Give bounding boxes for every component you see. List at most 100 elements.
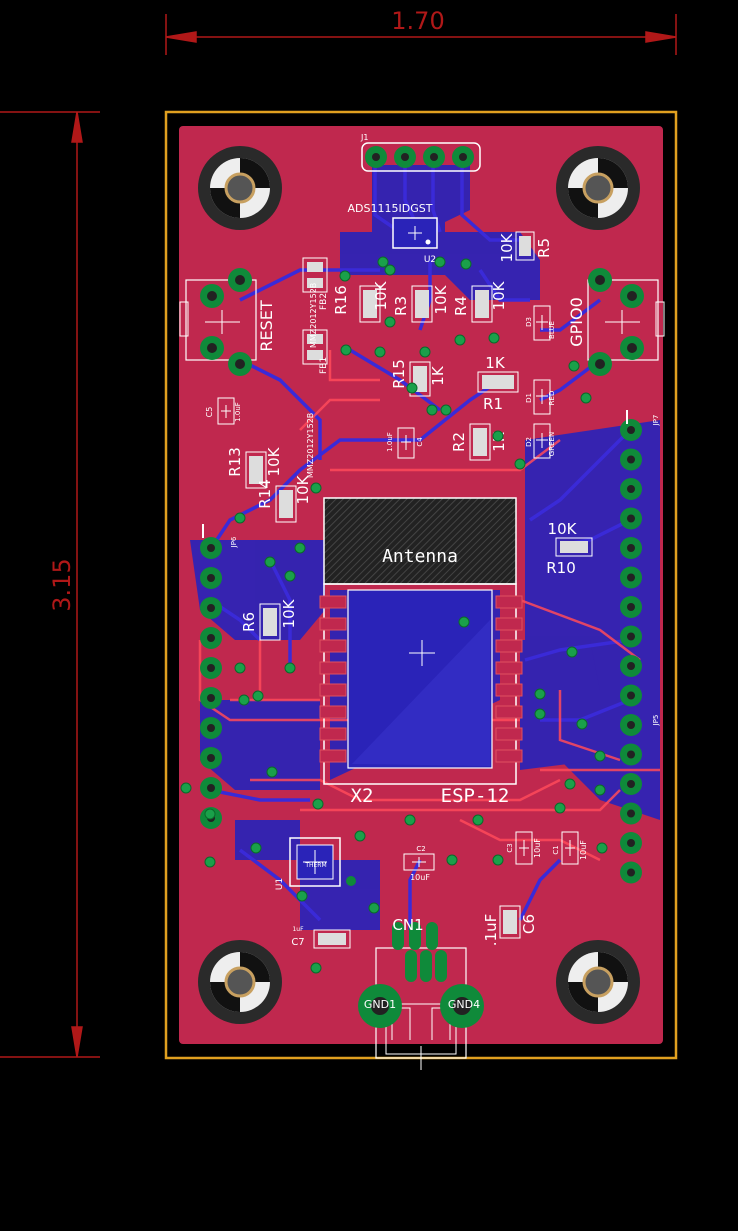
r10-value: 10K	[548, 520, 578, 538]
mounting-hole	[556, 940, 640, 1024]
via	[354, 830, 366, 842]
r10-ref: R10	[546, 559, 576, 577]
jp6-label: JP6	[230, 536, 238, 548]
via	[368, 902, 380, 914]
ferrite-fb2	[302, 257, 328, 293]
u2-ref-label: U2	[424, 255, 436, 265]
c7-value: 1uF	[292, 926, 304, 933]
reset-button-footprint	[179, 268, 257, 376]
esp12-pad	[495, 727, 523, 741]
capacitor-c7	[313, 929, 351, 949]
traces-bottom	[208, 157, 632, 930]
header-pin-hole	[627, 691, 635, 700]
via	[296, 890, 308, 902]
esp12-pad	[495, 639, 523, 653]
header-pin-hole	[627, 573, 635, 582]
r1-ref: R1	[483, 395, 503, 413]
c2-label: C2	[416, 845, 425, 853]
capacitor-c3	[515, 831, 533, 865]
c3-label: C3	[506, 843, 514, 852]
esp12-pad	[495, 749, 523, 763]
d1-label: D1	[525, 393, 533, 403]
via	[594, 784, 606, 796]
via	[488, 332, 500, 344]
via	[339, 270, 351, 282]
esp12-pad	[319, 617, 347, 631]
dimension-width	[165, 14, 677, 55]
via	[374, 346, 386, 358]
r6-ref: R6	[240, 612, 258, 632]
r4-value: 10K	[490, 280, 508, 310]
via	[340, 344, 352, 356]
via	[310, 482, 322, 494]
capacitor-c4	[397, 427, 415, 459]
via	[460, 258, 472, 270]
antenna-label: Antenna	[382, 546, 458, 567]
fb2-label: FB2	[319, 293, 329, 310]
resistor-r13	[245, 451, 267, 489]
via	[204, 856, 216, 868]
c4-value: 1.0uF	[386, 432, 394, 452]
via	[446, 854, 458, 866]
led-d3	[533, 305, 551, 341]
x2-label: X2	[351, 785, 374, 807]
esp12-pad	[495, 617, 523, 631]
esp12-pad	[495, 683, 523, 697]
via	[312, 798, 324, 810]
esp12-pad	[319, 639, 347, 653]
capacitor-c2	[403, 853, 435, 871]
via	[377, 256, 389, 268]
via	[576, 718, 588, 730]
resistor-r5	[515, 231, 535, 261]
via	[294, 542, 306, 554]
esp12-pad	[319, 705, 347, 719]
header-pin-hole	[627, 839, 635, 847]
via	[234, 512, 246, 524]
top-copper-pour	[179, 126, 663, 1044]
reset-label: RESET	[257, 300, 276, 351]
antenna-area	[323, 497, 517, 585]
header-pin-hole	[207, 604, 215, 612]
ferrite-part-label-2: MMZ2012Y152B	[306, 413, 315, 478]
via	[454, 334, 466, 346]
via	[440, 404, 452, 416]
gpio0-label: GPIO0	[567, 297, 586, 347]
resistor-r16	[359, 285, 381, 323]
dimension-height-label: 3.15	[48, 558, 76, 611]
c4-label: C4	[416, 437, 424, 447]
via	[404, 814, 416, 826]
cn1-label: CN1	[392, 916, 423, 934]
header-pin-hole	[627, 514, 635, 523]
resistor-r1	[477, 371, 519, 393]
via	[180, 782, 192, 794]
via	[458, 616, 470, 628]
via	[566, 646, 578, 658]
traces-top	[198, 350, 660, 862]
u1-ref-label: U1	[275, 878, 285, 890]
r5-ref: R5	[535, 238, 553, 258]
esp12-pad	[319, 683, 347, 697]
header-pin-hole	[627, 632, 635, 641]
esp12-pad	[495, 661, 523, 675]
u1-chip	[289, 837, 356, 887]
via	[534, 688, 546, 700]
r14-ref: R14	[256, 479, 274, 509]
esp12-pad	[319, 727, 347, 741]
c5-value: 1.0uF	[234, 402, 242, 422]
jp7-jp5-header	[620, 419, 642, 884]
header-pin-hole	[627, 780, 635, 788]
header-pin-hole	[207, 694, 215, 702]
c7-label: C7	[291, 937, 304, 948]
c2-value: 10uF	[410, 873, 430, 882]
via	[554, 802, 566, 814]
r16-ref: R16	[332, 285, 350, 315]
j1-label: J1	[360, 133, 368, 142]
esp12-pad	[495, 705, 523, 719]
ferrite-fb1	[302, 329, 328, 365]
header-pin-hole	[207, 754, 215, 762]
d2-label: D2	[525, 437, 533, 447]
header-pin-hole	[627, 809, 635, 818]
capacitor-c6	[499, 905, 521, 939]
r3-ref: R3	[392, 296, 410, 316]
via	[534, 708, 546, 720]
